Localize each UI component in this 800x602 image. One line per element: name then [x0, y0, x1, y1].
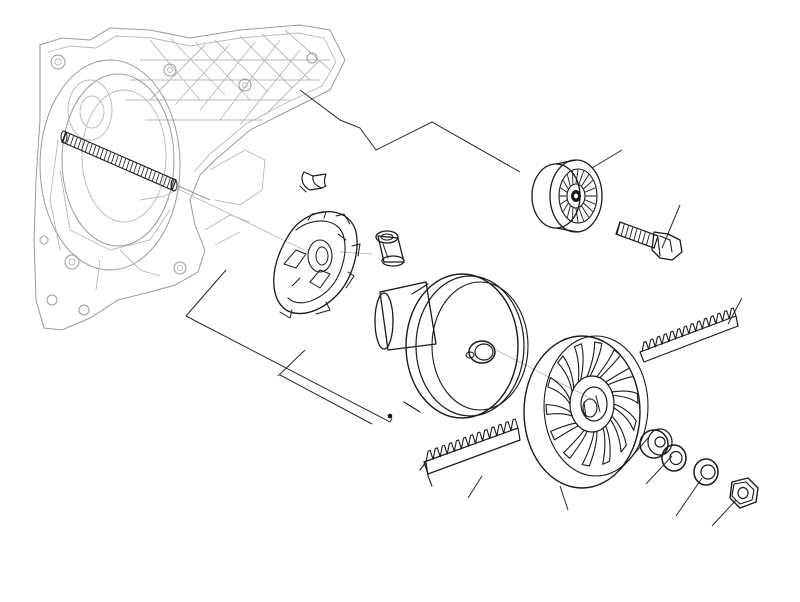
- bolt-icon: [615, 221, 683, 261]
- roller-rib: [583, 180, 594, 189]
- roller-rib: [578, 207, 585, 222]
- roller-rib: [566, 174, 571, 186]
- washer-icon: [639, 428, 673, 459]
- spline-line: [107, 152, 112, 162]
- spline-line: [137, 165, 141, 175]
- fan-blade: [581, 430, 598, 467]
- roller-rib: [585, 199, 596, 205]
- roller-rib: [581, 174, 590, 186]
- roller-rib: [575, 169, 579, 184]
- spline-line: [103, 150, 108, 161]
- spline-line: [73, 137, 78, 148]
- roller-rib: [578, 170, 585, 185]
- spline-line: [84, 142, 89, 153]
- roller-rib: [562, 203, 569, 212]
- roller-rib: [581, 206, 590, 218]
- roller-rib: [562, 180, 569, 189]
- spline-line: [96, 147, 100, 157]
- fan-blade: [557, 355, 575, 393]
- fan-blade: [605, 367, 634, 386]
- spline-line: [99, 148, 104, 159]
- fan-blade: [611, 390, 639, 405]
- thread-line: [637, 230, 642, 243]
- fan-blade: [609, 415, 627, 453]
- roller-bearing-icon: [531, 159, 603, 233]
- hex-nut-icon: [729, 477, 759, 509]
- thread-line: [616, 222, 621, 235]
- fan-pulley-icon: [523, 335, 649, 489]
- roller-rib: [575, 208, 579, 223]
- spline-line: [81, 140, 86, 151]
- crankcase-housing: [33, 24, 346, 331]
- roller-rib: [566, 206, 571, 218]
- belt-tooth-profile: [641, 307, 737, 353]
- key-clip-icon: [299, 171, 327, 193]
- spline-line: [114, 155, 119, 166]
- fan-blade: [573, 343, 584, 383]
- fan-blade: [602, 425, 611, 465]
- roller-rib: [560, 199, 567, 205]
- spline-line: [77, 139, 82, 149]
- spline-line: [92, 145, 97, 156]
- spline-line: [151, 171, 156, 182]
- splined-shaft: [60, 130, 211, 201]
- fan-blade: [563, 429, 588, 459]
- spline-line: [148, 169, 153, 180]
- spline-line: [70, 135, 74, 146]
- spline-line: [163, 176, 167, 187]
- thread-line: [641, 232, 646, 245]
- thread-line: [620, 224, 625, 237]
- thread-line: [624, 225, 629, 238]
- fan-blade: [545, 403, 573, 417]
- spline-line: [159, 174, 164, 185]
- spline-line: [66, 134, 71, 145]
- leader-lines: [175, 89, 743, 527]
- thread-line: [645, 233, 650, 246]
- fan-blade: [613, 403, 637, 431]
- fan-blade: [586, 341, 603, 378]
- spline-line: [129, 161, 134, 172]
- spline-line: [155, 173, 160, 183]
- spline-line: [140, 166, 145, 177]
- spline-line: [166, 177, 171, 188]
- spline-line: [118, 156, 123, 167]
- fan-blade: [596, 349, 621, 379]
- roller-rib: [560, 187, 567, 193]
- pulley-icon: [374, 273, 529, 419]
- thread-line: [633, 228, 638, 241]
- spline-line: [88, 143, 93, 154]
- belt-tooth-profile: [425, 418, 519, 463]
- spline-line: [125, 160, 130, 170]
- fan-blade: [547, 377, 571, 405]
- spline-line: [133, 163, 138, 174]
- spline-line: [111, 153, 115, 164]
- thread-line: [629, 227, 634, 240]
- spline-line: [62, 132, 67, 143]
- bushing-icon: [375, 230, 405, 267]
- spline-line: [144, 168, 149, 179]
- toothed-belt-icon: [639, 307, 739, 363]
- ramp-plate-icon: [273, 211, 361, 319]
- toothed-belt-icon: [419, 418, 521, 487]
- washer-icon: [693, 458, 719, 486]
- roller-rib: [583, 203, 594, 212]
- fan-blade: [550, 422, 579, 441]
- spline-line: [122, 158, 126, 169]
- washer-icon: [661, 444, 687, 472]
- roller-rib: [585, 187, 596, 193]
